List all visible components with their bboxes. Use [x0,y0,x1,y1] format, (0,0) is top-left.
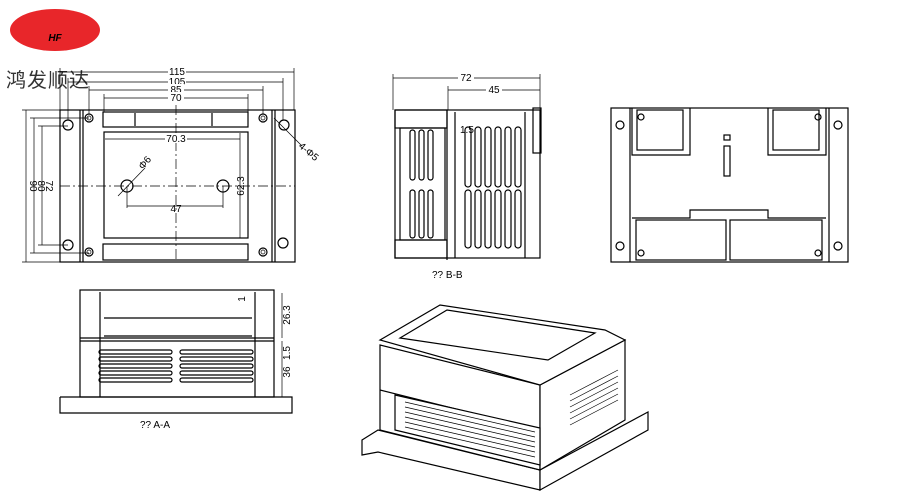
dim-115: 115 [169,67,185,78]
vent-slot [504,126,512,188]
vent-slot [404,416,536,448]
vent-slot [514,189,522,249]
vent-slot [569,387,619,414]
vent-slot [569,399,619,426]
vent-slot [514,126,522,188]
vent-slot [484,126,492,188]
vent-slot [494,126,502,188]
vent-slot [427,189,434,239]
rear-view [610,107,849,263]
vent-slot [98,377,173,383]
vent-slot [179,370,254,376]
vent-slot [179,363,254,369]
vent-slot [569,369,619,396]
hf-logo: HF [10,9,100,51]
vent-slot [404,411,536,443]
isometric-view [361,304,649,492]
vent-slot [418,189,425,239]
vent-slot [409,189,416,239]
dim-90: 90 [27,180,38,192]
dim-36: 36 [282,366,293,378]
dim-62-3: 62.3 [236,176,247,196]
vent-slot [427,129,434,181]
section-view-a-a: 26.3 1.5 36 1 ?? A-A [59,289,293,431]
vent-slot [474,126,482,188]
vent-slot [418,129,425,181]
logo-text: HF [48,33,62,44]
dim-70: 70 [170,93,182,104]
dim-side-72: 72 [460,73,472,84]
dim-47: 47 [170,204,182,215]
vent-slot [179,356,254,362]
dim-side-45: 45 [488,85,500,96]
side-caption: ?? B-B [432,270,463,281]
vent-slot [464,126,472,188]
vent-slot [98,356,173,362]
dim-85: 85 [170,85,182,96]
vent-slot [98,363,173,369]
vent-slot [494,189,502,249]
vent-slot [409,129,416,181]
dim-1: 1 [237,296,248,302]
vent-slot [179,377,254,383]
vent-slot [98,370,173,376]
vent-slot [179,349,254,355]
vent-slot [98,349,173,355]
vent-slot [404,406,536,438]
dim-hole: Φ6 [137,154,154,172]
dim-72: 72 [43,180,54,192]
vent-slot [569,375,619,402]
vent-slot [464,189,472,249]
vent-slot [404,426,536,458]
vent-slot [404,401,536,433]
vent-slot [474,189,482,249]
vent-slot [569,381,619,408]
side-view-b-b: 72 45 1.5 ?? B-B [392,72,542,281]
dim-section-1-5: 1.5 [282,346,293,360]
vent-slot [569,393,619,420]
section-caption: ?? A-A [140,420,170,431]
dim-105: 105 [169,77,186,88]
dim-26-3: 26.3 [282,305,293,325]
vent-slot [404,421,536,453]
vent-slot [484,189,492,249]
front-view: 115 105 85 70 70.3 62.3 47 Φ6 4-Φ5 90 80… [22,66,321,263]
vent-slot [504,189,512,249]
dim-70-3: 70.3 [166,134,186,145]
dim-side-1-5: 1.5 [460,125,474,136]
dim-4-holes: 4-Φ5 [296,141,321,164]
dim-80: 80 [35,180,46,192]
